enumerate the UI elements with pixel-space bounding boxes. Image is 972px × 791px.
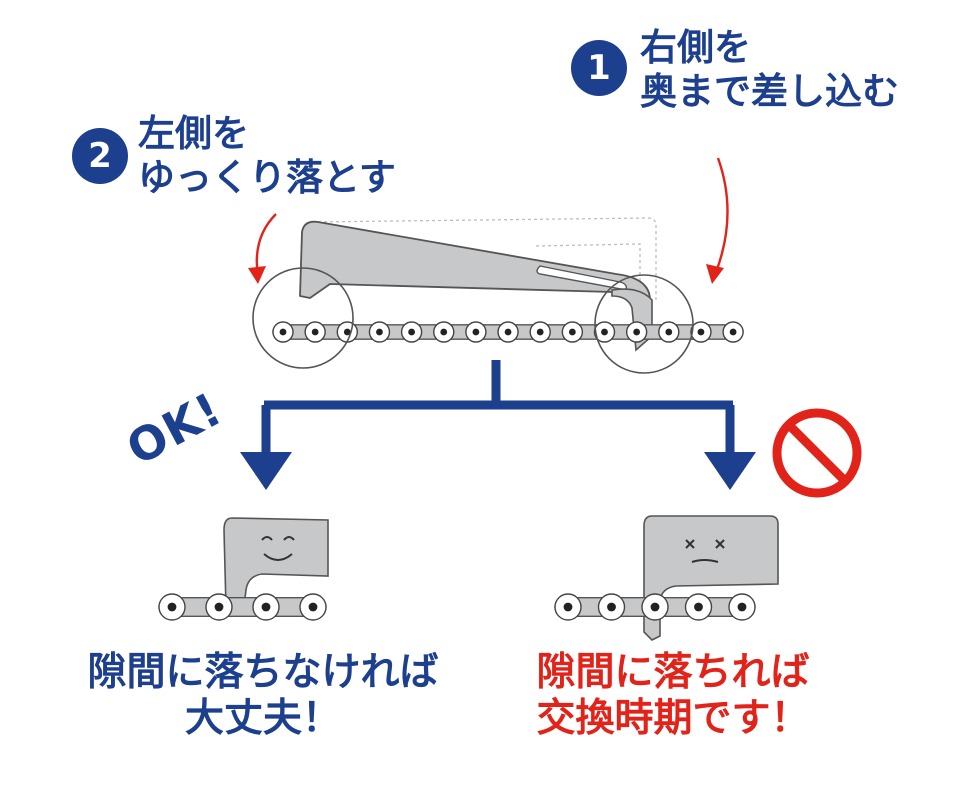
tool-bad-closeup	[643, 515, 779, 641]
chain-pin	[729, 328, 737, 336]
step-2-line-2: ゆっくり落とす	[138, 156, 396, 199]
result-good-line-2: 大丈夫！	[184, 696, 341, 741]
smiley-face-icon	[261, 536, 295, 561]
step-2-label: 左側を ゆっくり落とす	[138, 112, 396, 200]
chain-pin	[167, 602, 177, 612]
chain-pin	[504, 328, 512, 336]
bicycle-chain-top	[272, 321, 744, 343]
step-2-number-badge: 2	[72, 128, 128, 184]
flow-arrowhead-right	[704, 452, 756, 490]
result-good-line-1: 隙間に落ちなければ	[87, 650, 439, 695]
chain-pin	[261, 602, 271, 612]
chain-pin	[308, 602, 318, 612]
chain-pin	[697, 328, 705, 336]
red-arrow-left	[255, 213, 277, 277]
chain-pin	[311, 328, 319, 336]
red-arrowhead-left	[248, 266, 266, 284]
step-1-line-2: 奥まで差し込む	[640, 70, 899, 113]
flow-branch-lines	[261, 360, 735, 458]
chain-pin	[568, 328, 576, 336]
chain-pin	[214, 602, 224, 612]
step-1-label: 右側を 奥まで差し込む	[640, 26, 899, 114]
zoom-circle-right	[594, 274, 694, 374]
chain-pin	[408, 328, 415, 336]
tool-ghost-outline	[311, 217, 657, 300]
step-1-line-1: 右側を	[640, 26, 751, 69]
chain-pin	[343, 328, 351, 336]
chain-pin	[563, 602, 573, 612]
red-arrowhead-right	[706, 264, 724, 284]
chain-pin	[665, 328, 673, 336]
chain-pin	[694, 602, 703, 612]
chain-pin	[607, 602, 616, 612]
tool-good-closeup	[223, 517, 329, 609]
red-arrow-right	[714, 157, 729, 273]
result-bad-line-1: 隙間に落ちれば	[536, 650, 810, 695]
chain-pin	[536, 328, 544, 336]
flow-arrowhead-left	[240, 452, 292, 490]
chain-pin	[440, 328, 448, 336]
chain-pin	[633, 328, 641, 336]
result-good-text: 隙間に落ちなければ 大丈夫！	[68, 650, 458, 742]
chain-pin	[601, 328, 608, 336]
chain-pin	[279, 328, 287, 336]
prohibited-icon	[772, 408, 862, 498]
step-1-number-badge: 1	[571, 40, 627, 96]
chain-pin	[472, 328, 480, 336]
chain-pin	[737, 602, 747, 612]
step-2-line-1: 左側を	[138, 112, 249, 155]
bicycle-chain-bad	[554, 593, 756, 621]
chain-pin	[376, 328, 383, 336]
result-bad-text: 隙間に落ちれば 交換時期です！	[508, 650, 838, 742]
result-bad-line-2: 交換時期です！	[536, 696, 810, 741]
chain-pin	[650, 602, 660, 612]
bicycle-chain-good	[158, 593, 327, 621]
dizzy-face-icon	[685, 539, 725, 563]
zoom-circle-left	[252, 267, 354, 369]
